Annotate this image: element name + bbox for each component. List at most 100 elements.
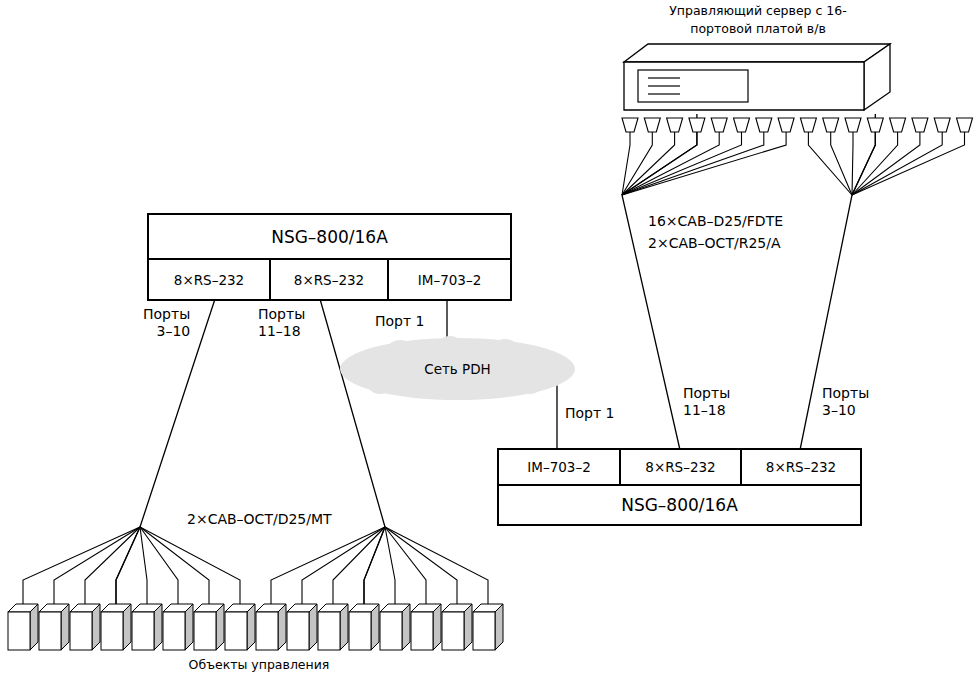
db25-connector xyxy=(934,118,950,132)
cable-branch xyxy=(302,527,385,604)
panel-line xyxy=(648,93,680,94)
device-box xyxy=(318,604,348,650)
cable-branch xyxy=(808,132,852,195)
device-box xyxy=(163,604,193,650)
db25-connector xyxy=(667,118,683,132)
panel-line xyxy=(648,85,680,86)
device-row xyxy=(4,604,514,654)
port-range-label: Порты 11–18 xyxy=(258,306,305,340)
db25-connector xyxy=(957,118,973,132)
node-label: 8×RS–232 xyxy=(621,450,740,484)
db25-connector xyxy=(689,118,705,132)
cable-branch xyxy=(140,527,240,604)
port-range-label: Порты 3–10 xyxy=(143,306,190,340)
cable-branch xyxy=(852,132,942,195)
cable-branch xyxy=(23,527,140,604)
device-box xyxy=(132,604,162,650)
cable-branch xyxy=(852,132,875,195)
cable-branch xyxy=(622,132,764,195)
server-face xyxy=(864,44,890,110)
port-range-label: Порты 11–18 xyxy=(683,385,730,419)
device-box xyxy=(256,604,286,650)
cable-branch xyxy=(852,132,898,195)
server-face xyxy=(624,44,890,62)
cable-branch xyxy=(852,132,965,195)
multiplexer-box: NSG–800/16A8×RS–2328×RS–232IM–703–2 xyxy=(147,213,512,301)
server-node: Управляющий сервер с 16-портовой платой … xyxy=(618,2,898,114)
cable-branch xyxy=(831,132,852,195)
node-label: 8×RS–232 xyxy=(149,260,269,299)
cable-branch xyxy=(622,132,719,195)
server-face xyxy=(624,62,864,110)
server-illustration xyxy=(618,2,898,114)
interface-module: IM–703–2 xyxy=(387,258,510,299)
device-box xyxy=(380,604,410,650)
cable-branch xyxy=(852,132,853,195)
cable-branch xyxy=(54,527,140,604)
device-box xyxy=(194,604,224,650)
cable-branch xyxy=(622,132,786,195)
port-module: 8×RS–232 xyxy=(740,450,860,486)
cable-connector xyxy=(116,299,215,604)
db25-connector xyxy=(711,118,727,132)
network-cloud: Сеть PDH xyxy=(340,338,575,400)
server-panel xyxy=(638,70,748,102)
port-module: 8×RS–232 xyxy=(619,450,740,486)
cable-branch xyxy=(140,527,147,604)
cable-label: 16×CAB–D25/FDTE xyxy=(648,213,783,230)
multiplexer-box: NSG–800/16AIM–703–28×RS–2328×RS–232 xyxy=(497,448,862,526)
cable-branch xyxy=(140,527,178,604)
device-box xyxy=(473,604,503,650)
db25-connector xyxy=(890,118,906,132)
db25-connector xyxy=(912,118,928,132)
node-label: Сеть PDH xyxy=(340,338,575,400)
port-range-label: Порт 1 xyxy=(565,405,615,422)
device-box xyxy=(287,604,317,650)
device-box xyxy=(349,604,379,650)
cable-branch xyxy=(385,527,488,604)
db25-connector xyxy=(778,118,794,132)
cable-label: 2×CAB–OCT/D25/MT xyxy=(187,511,332,528)
device-box xyxy=(39,604,69,650)
cable-branch xyxy=(385,527,426,604)
node-label: IM–703–2 xyxy=(499,450,619,484)
db25-connector xyxy=(867,118,883,132)
device-box xyxy=(411,604,441,650)
controlled-objects: Объекты управления xyxy=(4,604,514,680)
cable-branch xyxy=(333,527,385,604)
node-label: 8×RS–232 xyxy=(271,260,387,299)
db25-connector xyxy=(800,118,816,132)
db25-connector xyxy=(734,118,750,132)
device-box xyxy=(225,604,255,650)
interface-module: IM–703–2 xyxy=(499,450,619,486)
cable-connector xyxy=(320,299,385,604)
cable-branch xyxy=(364,527,385,604)
db25-connector xyxy=(644,118,660,132)
db25-connector xyxy=(845,118,861,132)
node-label: IM–703–2 xyxy=(389,260,510,299)
cable-branch xyxy=(116,527,140,604)
node-label: NSG–800/16A xyxy=(149,215,510,258)
node-label: Управляющий сервер с 16-портовой платой … xyxy=(618,2,898,38)
cable-connector xyxy=(800,114,875,450)
device-box xyxy=(101,604,131,650)
device-box xyxy=(8,604,38,650)
cable-connector xyxy=(556,385,557,450)
db25-connector xyxy=(756,118,772,132)
node-label: Объекты управления xyxy=(4,656,514,673)
cable-branch xyxy=(622,132,630,195)
cable-branch xyxy=(140,527,209,604)
port-range-label: Порты 3–10 xyxy=(822,385,869,419)
cable-branch xyxy=(85,527,140,604)
node-label: 8×RS–232 xyxy=(742,450,860,484)
port-module: 8×RS–232 xyxy=(269,258,387,299)
device-box xyxy=(442,604,472,650)
port-range-label: Порт 1 xyxy=(375,313,425,330)
device-box xyxy=(70,604,100,650)
db25-connector xyxy=(622,118,638,132)
cable-branch xyxy=(385,527,457,604)
port-module: 8×RS–232 xyxy=(149,258,269,299)
cable-branch xyxy=(622,132,697,195)
cable-connector xyxy=(446,299,447,338)
